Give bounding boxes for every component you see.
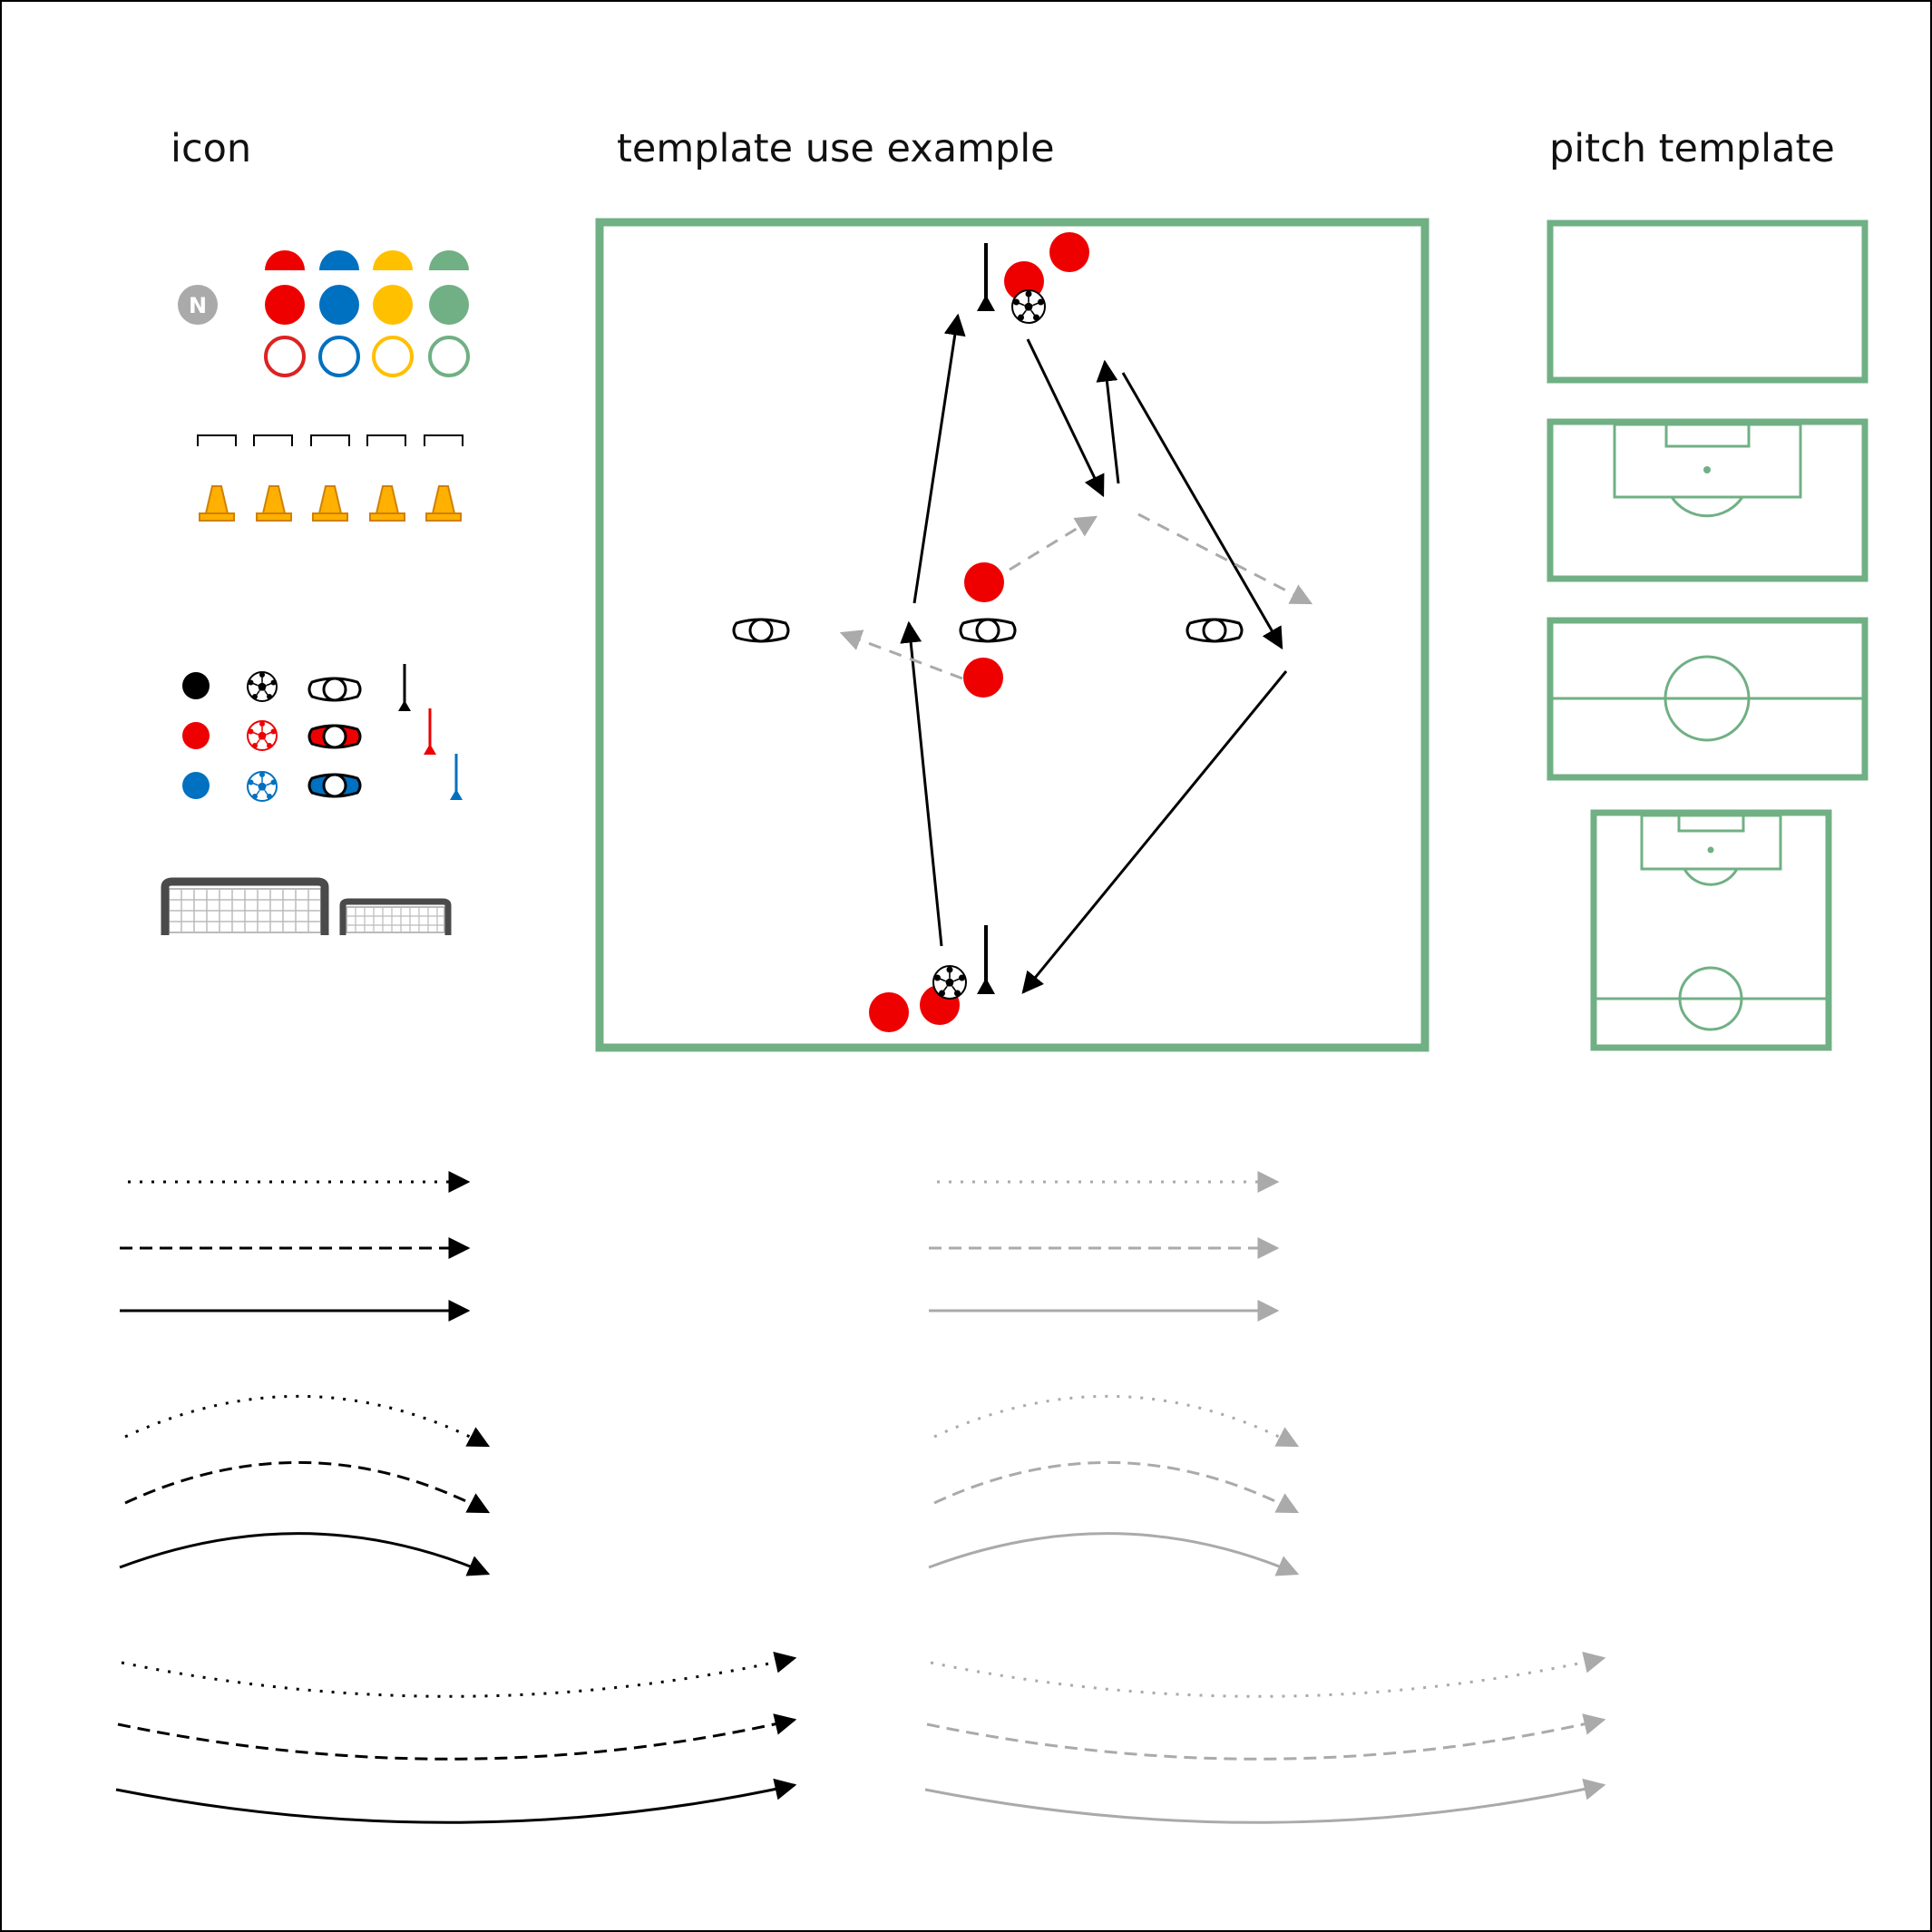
arrow-samples-straight-black xyxy=(120,1171,471,1322)
goal-large-icon xyxy=(165,882,325,935)
dot-red-icon xyxy=(182,722,210,749)
arrow-long-dashed-black xyxy=(117,1713,797,1761)
ball-blue-icon xyxy=(247,771,278,802)
player-green-icon xyxy=(429,285,469,325)
example-pole-top-icon xyxy=(977,243,995,311)
arrow-samples-curved-gray xyxy=(928,1394,1300,1576)
ball-black-icon xyxy=(247,671,278,702)
example-mini-goal-icon xyxy=(1186,618,1244,643)
pitch-template-blank xyxy=(1547,220,1869,384)
cone-icon xyxy=(425,485,462,522)
example-ball-icon xyxy=(932,965,967,1000)
arrow-long-dotted-black xyxy=(121,1652,797,1698)
arrow-long-solid-black xyxy=(115,1778,797,1824)
hurdle-icon xyxy=(366,434,406,446)
example-player xyxy=(1049,232,1089,272)
example-pass-arrows xyxy=(839,512,1313,680)
pass-arrow xyxy=(1137,512,1313,605)
cone-icon xyxy=(369,485,405,522)
player-half-yellow-icon xyxy=(373,250,413,270)
player-ring-yellow-icon xyxy=(372,336,414,377)
run-arrow xyxy=(912,313,966,604)
pole-black-icon xyxy=(398,664,411,711)
arrow-long-dashed-gray xyxy=(926,1713,1606,1761)
player-ring-green-icon xyxy=(428,336,470,377)
pitch-template-vertical-half xyxy=(1590,809,1832,1051)
hurdle-icon xyxy=(424,434,463,446)
run-arrow xyxy=(1121,372,1283,650)
heading-pitch-template: pitch template xyxy=(1549,126,1835,171)
player-half-red-icon xyxy=(265,250,305,270)
icon-palette: N xyxy=(165,250,470,935)
example-ball-icon xyxy=(1011,289,1046,324)
example-player xyxy=(963,658,1003,698)
goal-small-icon xyxy=(343,902,448,935)
example-pole-bottom-icon xyxy=(977,925,995,994)
arrow-curved-solid-black xyxy=(119,1532,491,1576)
arrow-samples-long-gray xyxy=(924,1652,1606,1824)
pass-arrow xyxy=(1009,515,1098,571)
hurdle-icon xyxy=(197,434,237,446)
ball-red-icon xyxy=(247,720,278,751)
neutral-badge-label: N xyxy=(189,293,207,318)
player-half-blue-icon xyxy=(319,250,359,270)
pole-blue-icon xyxy=(450,754,463,800)
example-run-arrows xyxy=(900,313,1288,994)
arrow-long-solid-gray xyxy=(924,1778,1606,1824)
cone-icon xyxy=(199,485,235,522)
arrow-curved-solid-gray xyxy=(928,1532,1300,1576)
run-arrow xyxy=(1021,670,1288,994)
hurdle-icons xyxy=(197,434,463,446)
hurdle-icon xyxy=(310,434,350,446)
arrow-curved-dotted-black xyxy=(124,1394,491,1448)
arrow-long-dotted-gray xyxy=(930,1652,1606,1698)
run-arrow xyxy=(1096,359,1120,484)
hurdle-icon xyxy=(253,434,293,446)
pitch-template-halfway xyxy=(1547,617,1869,781)
cone-icon xyxy=(312,485,348,522)
run-arrow xyxy=(900,620,943,947)
player-red-icon xyxy=(265,285,305,325)
mini-goal-blue-icon xyxy=(307,773,362,798)
arrow-samples-curved-black xyxy=(119,1394,491,1576)
heading-icon: icon xyxy=(171,126,251,171)
run-arrow xyxy=(1026,338,1105,498)
player-yellow-icon xyxy=(373,285,413,325)
neutral-player-icon: N xyxy=(178,285,218,325)
player-half-green-icon xyxy=(429,250,469,270)
template-example-pitch xyxy=(595,218,1429,1052)
player-ring-blue-icon xyxy=(318,336,360,377)
pitch-templates xyxy=(1547,220,1869,1051)
example-mini-goal-icon xyxy=(732,618,790,643)
mini-goal-red-icon xyxy=(307,724,362,749)
dot-blue-icon xyxy=(182,772,210,799)
player-blue-icon xyxy=(319,285,359,325)
dot-black-icon xyxy=(182,672,210,699)
heading-template-example: template use example xyxy=(617,126,1055,171)
pole-red-icon xyxy=(424,708,436,755)
cone-icon xyxy=(256,485,292,522)
arrow-curved-dotted-gray xyxy=(933,1394,1300,1448)
player-ring-red-icon xyxy=(264,336,306,377)
example-player xyxy=(869,992,909,1032)
cone-icons xyxy=(199,485,462,522)
arrow-curved-dashed-gray xyxy=(933,1460,1300,1514)
example-player xyxy=(964,562,1004,602)
example-mini-goal-icon xyxy=(959,618,1017,643)
arrow-curved-dashed-black xyxy=(124,1460,491,1514)
arrow-samples-straight-gray xyxy=(929,1171,1280,1322)
pitch-template-penalty-area xyxy=(1547,418,1869,582)
mini-goal-white-icon xyxy=(307,677,362,702)
arrow-samples-long-black xyxy=(115,1652,797,1824)
